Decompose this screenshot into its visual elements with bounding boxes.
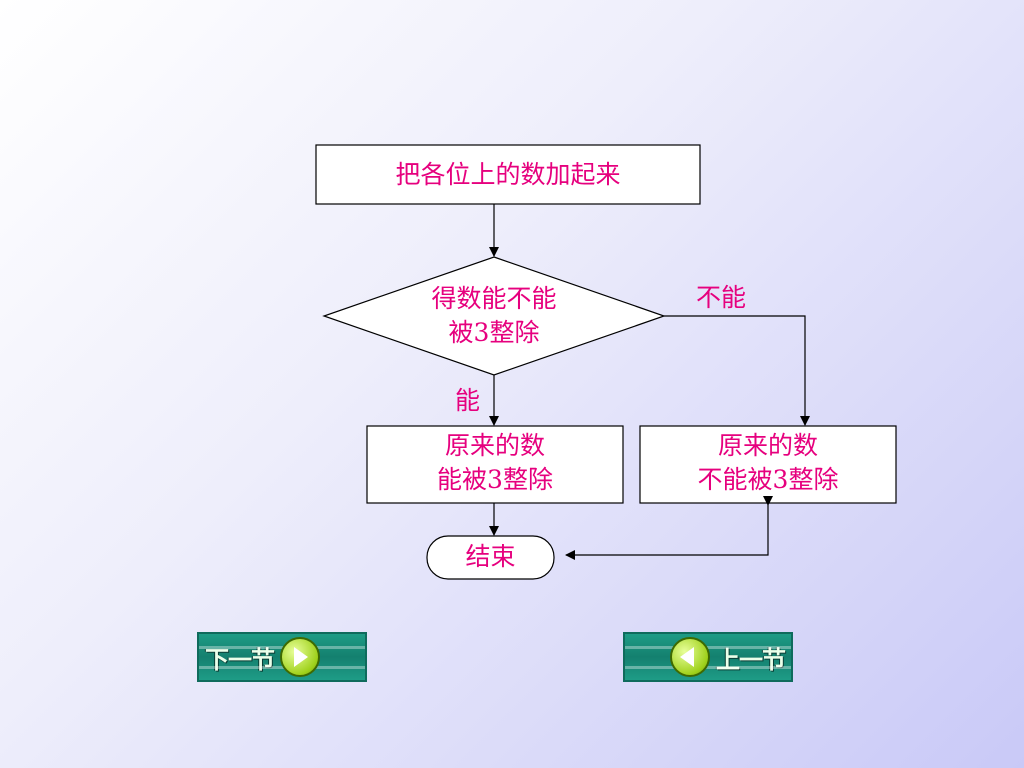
sum-digits-box — [315, 144, 701, 205]
not-divisible-text: 原来的数 不能被3整除 — [640, 429, 896, 497]
edge-label-no: 不能 — [696, 283, 747, 312]
divisible-text-line1: 原来的数 — [444, 431, 545, 460]
sum-digits-text: 把各位上的数加起来 — [395, 160, 621, 189]
prev-button-stripe — [625, 666, 791, 669]
arrow-left-icon — [670, 637, 710, 677]
not-divisible-box — [639, 425, 897, 504]
next-section-button[interactable]: 下一节 — [197, 632, 367, 682]
divisible-box — [366, 425, 624, 504]
next-section-label: 下一节 — [205, 645, 275, 674]
end-terminal — [426, 535, 555, 580]
not-divisible-text-line1: 原来的数 — [717, 431, 818, 460]
divisible-text-line2: 能被3整除 — [437, 465, 553, 494]
end-text: 结束 — [465, 542, 516, 571]
decision-text: 得数能不能 被3整除 — [394, 282, 594, 350]
decision-text-line2: 被3整除 — [448, 318, 540, 347]
decision-text-line1: 得数能不能 — [431, 284, 557, 313]
prev-section-label: 上一节 — [716, 645, 786, 674]
arrow-right-icon — [280, 637, 320, 677]
prev-section-button[interactable]: 上一节 — [623, 632, 793, 682]
edge-not-divisible-to-end — [565, 496, 773, 560]
edge-decision-no — [664, 315, 810, 426]
divisible-text: 原来的数 能被3整除 — [367, 429, 623, 497]
edge-label-yes: 能 — [455, 386, 481, 415]
not-divisible-text-line2: 不能被3整除 — [697, 465, 839, 494]
